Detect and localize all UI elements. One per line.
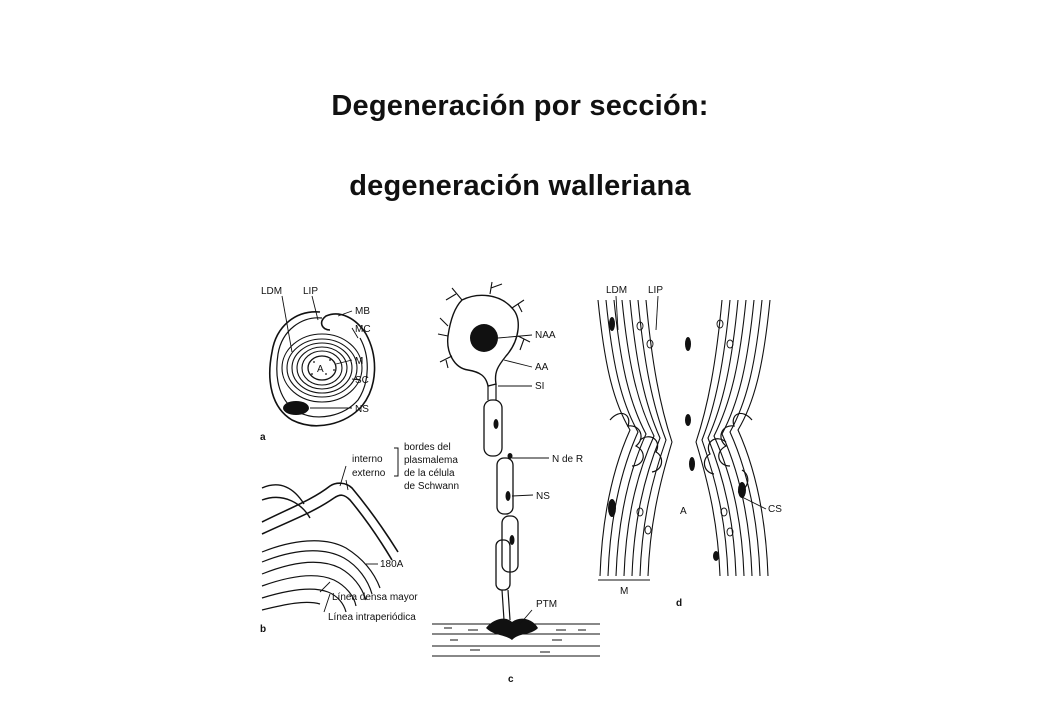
title-line-2: degeneración walleriana <box>349 170 691 202</box>
panel-b: interno externo bordes del plasmalema de… <box>260 442 459 635</box>
label-n-de-r: N de R <box>552 454 583 465</box>
label-aa: AA <box>535 362 549 373</box>
label-interno: interno <box>352 454 383 465</box>
label-lip-a: LIP <box>303 286 318 297</box>
dendrites <box>437 281 531 369</box>
label-bordes-3: de la célula <box>404 468 455 479</box>
node-loops-right <box>703 412 753 493</box>
myelin-lamellae <box>281 333 363 403</box>
lamellae-left <box>597 299 673 577</box>
motor-end-plate <box>486 618 538 640</box>
label-ns-a: NS <box>355 404 369 415</box>
node-loops-left <box>609 412 663 473</box>
label-si: SI <box>535 381 544 392</box>
label-bordes-1: bordes del <box>404 442 451 453</box>
label-naa: NAA <box>535 330 556 341</box>
label-180a: 180A <box>380 559 404 570</box>
title-line-1: Degeneración por sección: <box>331 90 709 122</box>
schwann-nuclei-c <box>493 419 515 545</box>
label-linea-intra: Línea intraperiódica <box>328 612 416 623</box>
label-mb: MB <box>355 306 370 317</box>
neuron-nucleus <box>470 324 498 352</box>
label-lip-d: LIP <box>648 285 663 296</box>
schwann-nucleus <box>283 401 309 415</box>
myelin-segments <box>483 399 519 591</box>
panel-c: NAA AA SI N de R NS PTM c <box>432 281 600 685</box>
label-ldm-d: LDM <box>606 285 627 296</box>
label-externo: externo <box>352 468 386 479</box>
panel-letter-b: b <box>260 624 266 635</box>
label-ns-c: NS <box>536 491 550 502</box>
panel-letter-d: d <box>676 598 682 609</box>
label-cs: CS <box>768 504 782 515</box>
panel-letter-a: a <box>260 432 266 443</box>
label-sc: SC <box>355 375 369 386</box>
panel-d: LDM LIP CS A M d <box>597 285 782 609</box>
panel-a: LDM LIP MB MC M SC NS A a <box>260 286 376 443</box>
vesicles <box>636 319 734 537</box>
label-ldm-a: LDM <box>261 286 282 297</box>
panel-letter-c: c <box>508 674 514 685</box>
muscle-fiber <box>432 623 600 657</box>
axon-dots <box>311 359 335 375</box>
mitochondria <box>608 317 746 561</box>
label-bordes-2: plasmalema <box>404 455 458 466</box>
label-axon-d: A <box>680 506 687 517</box>
label-mc: MC <box>355 324 371 335</box>
label-ptm: PTM <box>536 599 557 610</box>
label-linea-densa: Línea densa mayor <box>332 592 418 603</box>
label-m-d: M <box>620 586 628 597</box>
label-axon-a: A <box>317 364 324 375</box>
label-m-a: M <box>355 356 363 367</box>
label-bordes-4: de Schwann <box>404 481 459 492</box>
